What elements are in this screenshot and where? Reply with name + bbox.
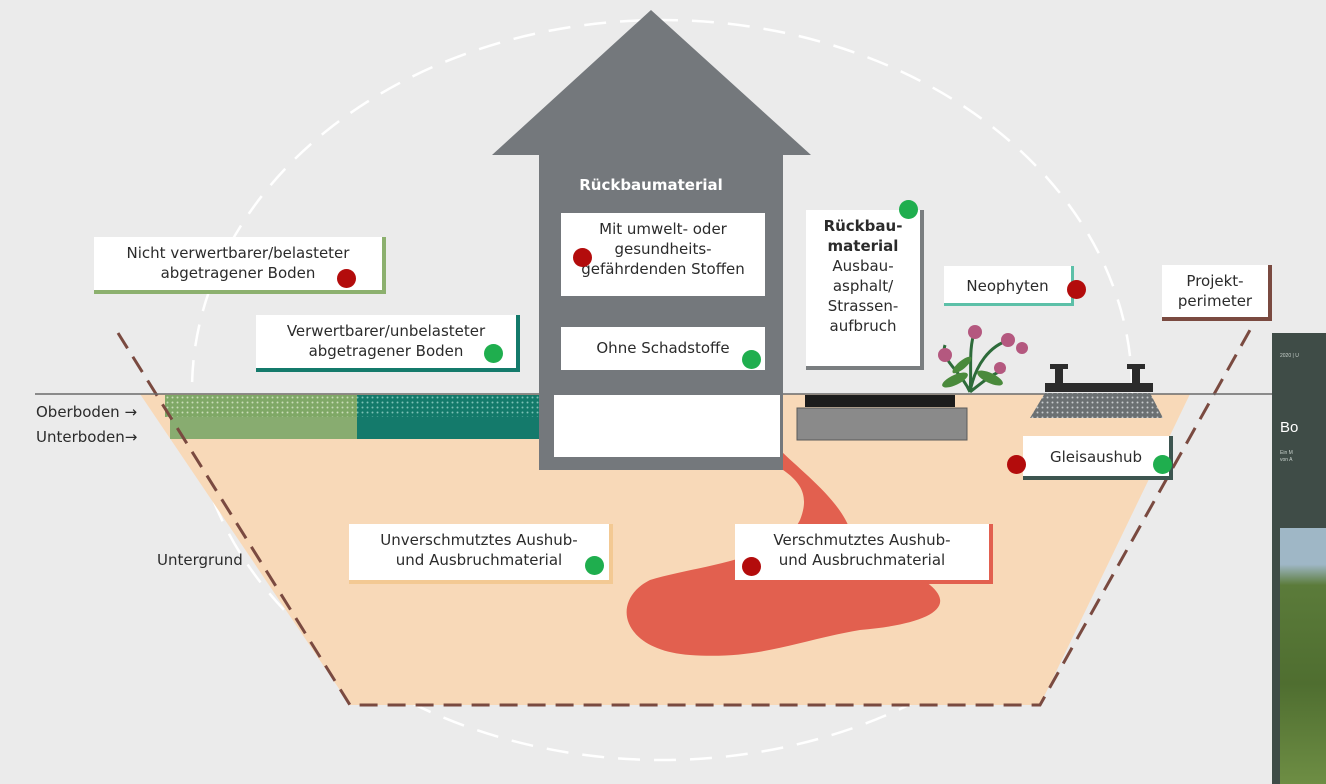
label-nicht-verwertbar-text: Nicht verwertbarer/belasteter abgetragen… (126, 244, 350, 282)
panel-subtitle-line1: Ein M (1280, 450, 1293, 456)
label-neophyten-text: Neophyten (966, 277, 1049, 295)
label-projektperimeter-text: Projekt- perimeter (1177, 272, 1253, 310)
label-verwertbar: Verwertbarer/unbelasteter abgetragener B… (256, 315, 520, 372)
label-verschmutzt-text: Verschmutztes Aushub- und Ausbruchmateri… (773, 531, 951, 569)
label-neophyten: Neophyten (944, 266, 1074, 306)
label-nicht-verwertbar: Nicht verwertbarer/belasteter abgetragen… (94, 237, 386, 294)
panel-small-text: 2020 | U (1280, 353, 1299, 359)
label-verwertbar-text: Verwertbarer/unbelasteter abgetragener B… (286, 322, 486, 360)
track-ballast (1030, 393, 1163, 418)
label-mit-stoffen: Mit umwelt- oder gesundheits- gefährdend… (561, 213, 765, 296)
label-projektperimeter: Projekt- perimeter (1162, 265, 1272, 321)
red-status-dot (1067, 280, 1086, 299)
label-gleisaushub-text: Gleisaushub (1049, 448, 1143, 466)
panel-subtitle-line2: von A (1280, 457, 1293, 463)
label-gleisaushub: Gleisaushub (1023, 436, 1173, 480)
green-status-dot (484, 344, 503, 363)
side-label-untergrund: Untergrund (157, 551, 243, 569)
subsoil-green-layer (170, 417, 357, 439)
label-unverschmutzt: Unverschmutztes Aushub- und Ausbruchmate… (349, 524, 613, 584)
red-status-dot (742, 557, 761, 576)
arrow-title-text: Rückbaumaterial (579, 176, 723, 194)
label-mit-stoffen-text: Mit umwelt- oder gesundheits- gefährdend… (581, 220, 745, 278)
panel-title-fragment: Bo (1280, 419, 1299, 436)
label-unverschmutzt-text: Unverschmutztes Aushub- und Ausbruchmate… (380, 531, 578, 569)
arrow-title: Rückbaumaterial (561, 175, 741, 199)
green-status-dot (899, 200, 918, 219)
rail-left (1055, 367, 1063, 383)
neophyte-plant-icon (938, 325, 1028, 394)
green-status-dot (742, 350, 761, 369)
subsoil-area (140, 394, 1190, 705)
asphalt-layer (805, 395, 955, 407)
side-document-panel: 2020 | U Bo Ein M von A (1272, 333, 1326, 784)
side-label-oberboden: Oberboden → (36, 403, 138, 421)
road-base-layer (796, 407, 968, 441)
panel-photo (1280, 528, 1326, 784)
label-rueckbaumaterial: Rückbau- material Ausbau- asphalt/ Stras… (806, 210, 924, 370)
green-status-dot (585, 556, 604, 575)
building-window (554, 395, 780, 457)
topsoil-green-layer (165, 395, 357, 417)
label-ohne-schadstoffe-text: Ohne Schadstoffe (596, 339, 730, 357)
red-status-dot (573, 248, 592, 267)
red-status-dot (337, 269, 356, 288)
rail-right (1132, 367, 1140, 383)
rail-sleeper (1045, 383, 1153, 392)
label-rueckbau-bold: Rückbau- material (823, 217, 903, 255)
subsoil-teal-layer (357, 417, 540, 439)
rail-right-head (1127, 364, 1145, 369)
label-ohne-schadstoffe: Ohne Schadstoffe (561, 327, 765, 370)
topsoil-teal-layer (357, 395, 540, 417)
red-status-dot (1007, 455, 1026, 474)
green-status-dot (1153, 455, 1172, 474)
side-label-unterboden: Unterboden→ (36, 428, 138, 446)
label-rueckbau-rest: Ausbau- asphalt/ Strassen- aufbruch (827, 257, 899, 335)
label-verschmutzt: Verschmutztes Aushub- und Ausbruchmateri… (735, 524, 993, 584)
rail-left-head (1050, 364, 1068, 369)
